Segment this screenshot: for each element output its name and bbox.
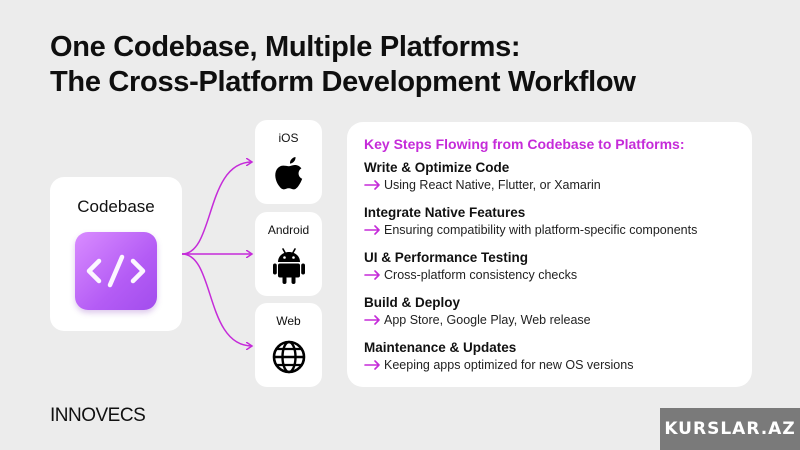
platform-card-web: Web bbox=[255, 303, 322, 387]
platform-card-ios: iOS bbox=[255, 120, 322, 204]
arrow-to-ios bbox=[181, 162, 252, 255]
title-line-2: The Cross-Platform Development Workflow bbox=[50, 66, 636, 98]
right-arrow-icon bbox=[364, 360, 380, 370]
step-description: Keeping apps optimized for new OS versio… bbox=[384, 358, 634, 372]
step-item: Build & Deploy App Store, Google Play, W… bbox=[364, 295, 744, 327]
steps-heading: Key Steps Flowing from Codebase to Platf… bbox=[364, 136, 685, 152]
brand-logo: INNOVECS bbox=[50, 405, 146, 426]
step-title: Write & Optimize Code bbox=[364, 160, 510, 175]
step-description: Cross-platform consistency checks bbox=[384, 268, 578, 282]
arrow-to-web bbox=[181, 253, 252, 346]
codebase-label: Codebase bbox=[77, 197, 155, 216]
platform-card-android: Android bbox=[255, 212, 322, 296]
right-arrow-icon bbox=[364, 315, 380, 325]
steps-panel: Key Steps Flowing from Codebase to Platf… bbox=[347, 122, 752, 387]
right-arrow-icon bbox=[364, 270, 380, 280]
apple-icon bbox=[275, 157, 303, 190]
step-description-row: Cross-platform consistency checks bbox=[364, 268, 744, 282]
step-title: UI & Performance Testing bbox=[364, 250, 529, 265]
step-description: App Store, Google Play, Web release bbox=[384, 313, 591, 327]
step-description-row: Ensuring compatibility with platform-spe… bbox=[364, 223, 744, 237]
step-title: Integrate Native Features bbox=[364, 205, 526, 220]
step-title: Build & Deploy bbox=[364, 295, 461, 310]
platform-label-android: Android bbox=[267, 223, 310, 237]
title-line-1: One Codebase, Multiple Platforms: bbox=[50, 31, 521, 63]
step-title: Maintenance & Updates bbox=[364, 340, 517, 355]
codebase-card: Codebase bbox=[50, 177, 182, 331]
step-description-row: Keeping apps optimized for new OS versio… bbox=[364, 358, 744, 372]
right-arrow-icon bbox=[364, 180, 380, 190]
platform-label-ios: iOS bbox=[278, 131, 299, 145]
globe-icon bbox=[272, 340, 306, 374]
android-icon bbox=[273, 248, 305, 284]
step-item: Write & Optimize Code Using React Native… bbox=[364, 160, 744, 192]
step-description: Using React Native, Flutter, or Xamarin bbox=[384, 178, 601, 192]
right-arrow-icon bbox=[364, 225, 380, 235]
step-item: UI & Performance Testing Cross-platform … bbox=[364, 250, 744, 282]
step-description: Ensuring compatibility with platform-spe… bbox=[384, 223, 698, 237]
code-brackets-icon bbox=[75, 232, 157, 310]
step-description-row: App Store, Google Play, Web release bbox=[364, 313, 744, 327]
page-title: One Codebase, Multiple Platforms: The Cr… bbox=[50, 30, 636, 100]
step-description-row: Using React Native, Flutter, or Xamarin bbox=[364, 178, 744, 192]
step-item: Maintenance & Updates Keeping apps optim… bbox=[364, 340, 744, 372]
watermark: KURSLAR.AZ bbox=[660, 408, 800, 450]
platform-label-web: Web bbox=[276, 314, 301, 328]
step-item: Integrate Native Features Ensuring compa… bbox=[364, 205, 744, 237]
